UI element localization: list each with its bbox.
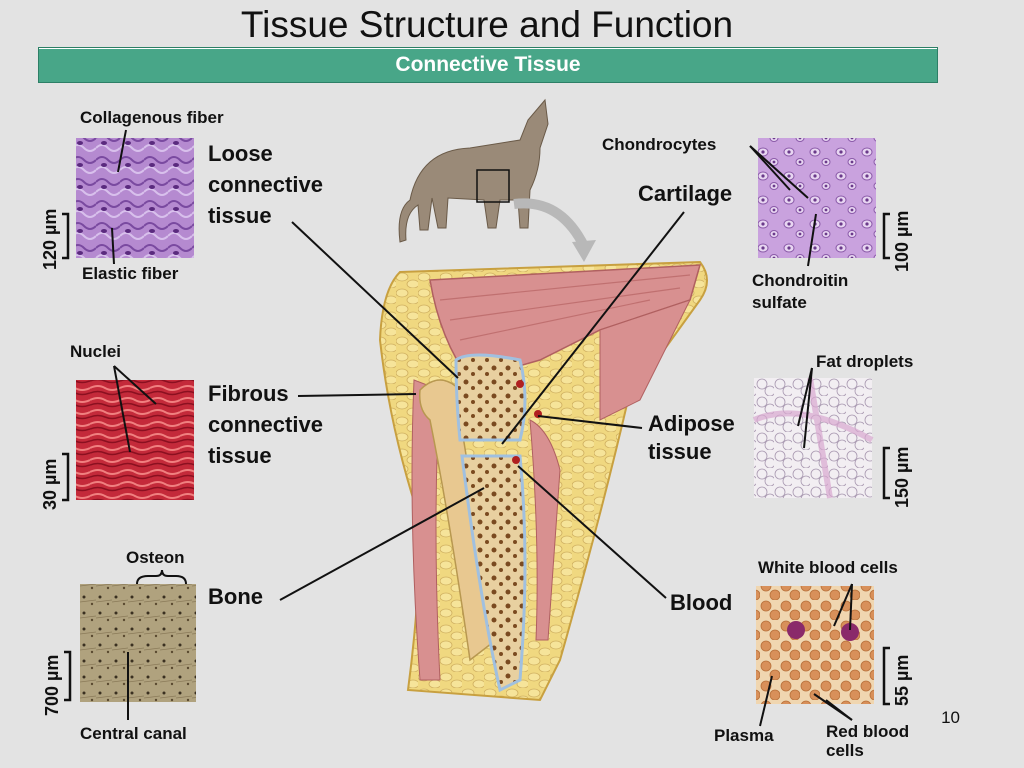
blood-tissue-micrograph xyxy=(756,586,874,704)
label-blood: Blood xyxy=(670,590,733,615)
label-line: sulfate xyxy=(752,293,807,312)
wolf-illustration xyxy=(398,98,549,243)
label-chondrocytes: Chondrocytes xyxy=(602,135,717,154)
label-line: tissue xyxy=(648,439,712,464)
label-adipose-tissue: Adipose tissue xyxy=(648,410,735,466)
label-line: Fibrous xyxy=(208,381,289,406)
label-line: Adipose xyxy=(648,411,735,436)
label-collagenous-fiber: Collagenous fiber xyxy=(80,108,224,127)
label-line: cells xyxy=(826,741,864,760)
white-blood-cell xyxy=(787,621,805,639)
label-loose-connective-tissue: Loose connective tissue xyxy=(208,138,323,231)
label-fat-droplets: Fat droplets xyxy=(816,352,914,371)
label-elastic-fiber: Elastic fiber xyxy=(82,264,179,283)
scale-label-bone: 700 µm xyxy=(42,654,62,716)
label-red-blood-cells: Red blood cells xyxy=(826,722,909,760)
label-line: Red blood xyxy=(826,722,910,741)
cartilage-tissue-micrograph xyxy=(758,138,876,258)
label-white-blood-cells: White blood cells xyxy=(758,558,898,577)
scale-label-loose: 120 µm xyxy=(40,208,60,270)
label-line: tissue xyxy=(208,443,272,468)
slide-title: Tissue Structure and Function xyxy=(240,4,734,45)
label-fibrous-connective-tissue: Fibrous connective tissue xyxy=(208,378,323,471)
label-line: connective xyxy=(208,412,323,437)
label-central-canal: Central canal xyxy=(80,724,187,743)
loose-tissue-micrograph xyxy=(76,138,194,258)
label-line: Loose xyxy=(208,141,273,166)
label-cartilage: Cartilage xyxy=(638,181,733,206)
label-plasma: Plasma xyxy=(714,726,774,745)
scale-label-blood: 55 µm xyxy=(892,654,912,706)
fibrous-tissue-micrograph xyxy=(76,380,194,500)
label-nuclei: Nuclei xyxy=(70,342,122,361)
label-line: tissue xyxy=(208,203,272,228)
label-line: connective xyxy=(208,172,323,197)
scale-bars xyxy=(62,212,890,706)
label-chondroitin-sulfate: Chondroitin sulfate xyxy=(752,270,848,314)
white-blood-cell xyxy=(841,623,859,641)
bone-tissue-micrograph xyxy=(80,584,196,702)
label-line: Chondroitin xyxy=(752,271,849,290)
label-bone: Bone xyxy=(208,584,263,609)
banner-text: Connective Tissue xyxy=(395,53,581,76)
scale-label-adipose: 150 µm xyxy=(892,446,912,508)
label-osteon: Osteon xyxy=(126,548,185,567)
page-number: 10 xyxy=(941,708,960,727)
leg-cross-section xyxy=(378,260,708,702)
scale-label-cartilage: 100 µm xyxy=(892,210,912,272)
scale-label-fibrous: 30 µm xyxy=(40,458,60,510)
section-banner: Connective Tissue xyxy=(38,47,938,83)
leader-lines xyxy=(111,129,853,727)
